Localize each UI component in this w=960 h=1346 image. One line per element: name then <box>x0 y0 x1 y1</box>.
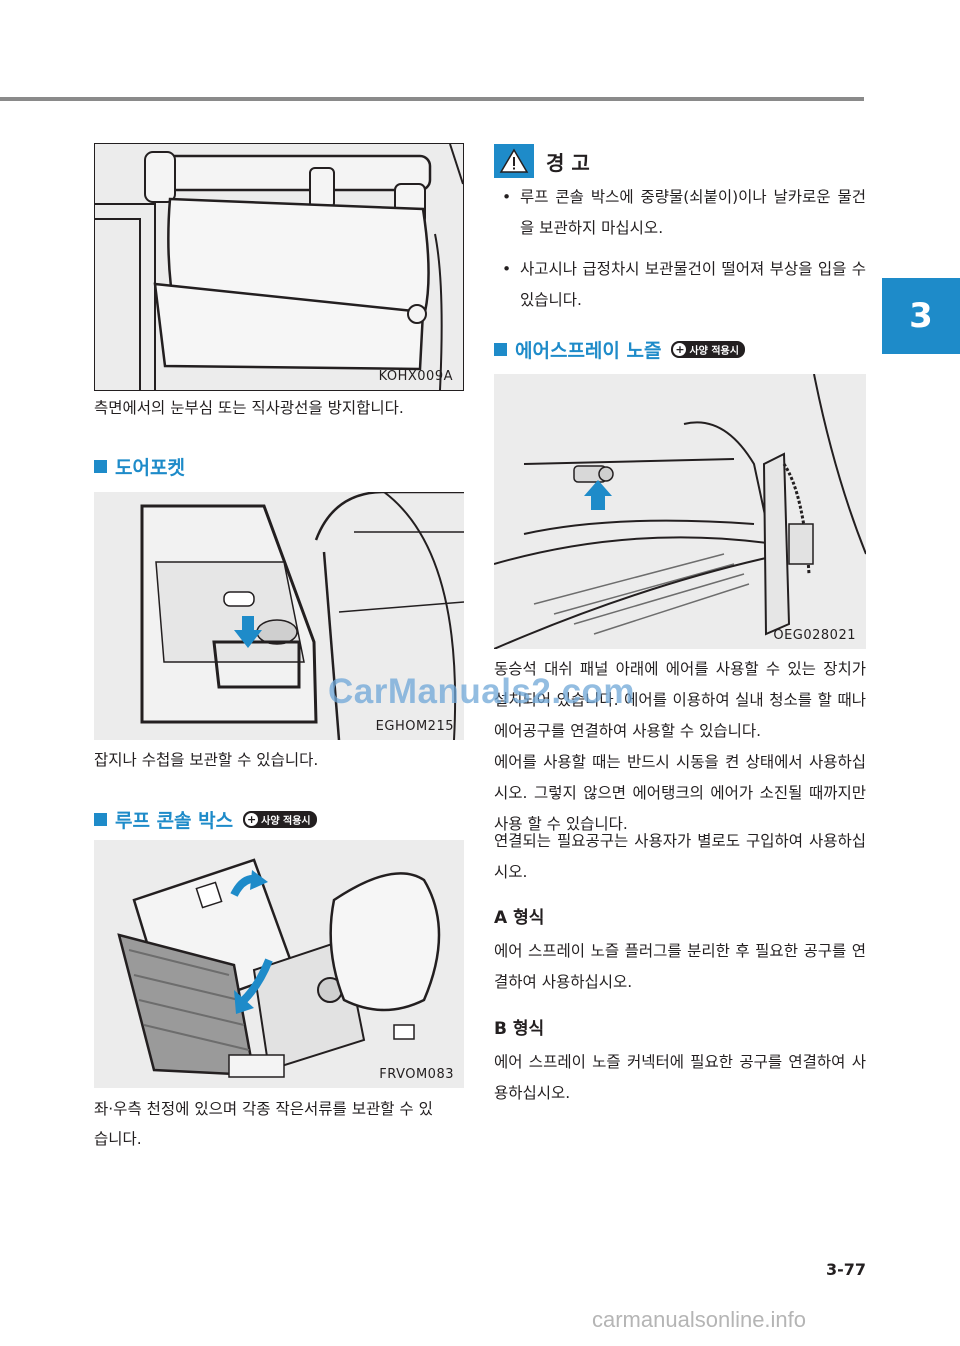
sun-visor-illustration: KOHX009A <box>94 143 464 391</box>
warning-header: 경 고 <box>494 144 590 178</box>
option-badge: + 사양 적용시 <box>671 341 745 358</box>
caption-door-pocket: 잡지나 수첩을 보관할 수 있습니다. <box>94 751 319 769</box>
air-spray-paragraph: 동승석 대쉬 패널 아래에 에어를 사용할 수 있는 장치가 설치되어 있습니다… <box>494 660 866 740</box>
figure-code: OEG028021 <box>773 628 856 643</box>
roof-console-drawing <box>94 840 464 1088</box>
heading-roof-console: 루프 콘솔 박스 + 사양 적용시 <box>94 806 317 833</box>
heading-square-icon <box>94 813 107 826</box>
caption-sun-visor: 측면에서의 눈부심 또는 직사광선을 방지합니다. <box>94 399 404 417</box>
heading-air-spray: 에어스프레이 노즐 + 사양 적용시 <box>494 336 745 363</box>
roof-console-illustration: FRVOM083 <box>94 840 464 1088</box>
figure-code: FRVOM083 <box>379 1067 454 1082</box>
heading-label: 도어포켓 <box>115 457 185 479</box>
warning-list: 루프 콘솔 박스에 중량물(쇠붙이)이나 날카로운 물건을 보관하지 마십시오.… <box>494 182 866 326</box>
door-pocket-illustration: EGHOM215 <box>94 492 464 740</box>
heading-square-icon <box>94 460 107 473</box>
door-pocket-drawing <box>94 492 464 740</box>
footer-watermark: carmanualsonline.info <box>592 1307 807 1332</box>
heading-door-pocket: 도어포켓 <box>94 453 185 480</box>
figure-code: KOHX009A <box>378 369 453 384</box>
warning-item: 사고시나 급정차시 보관물건이 떨어져 부상을 입을 수 있습니다. <box>494 254 866 316</box>
air-spray-paragraph: 연결되는 필요공구는 사용자가 별로도 구입하여 사용하십시오. <box>494 832 866 881</box>
type-a-title: A 형식 <box>494 908 545 928</box>
warning-title: 경 고 <box>546 150 590 175</box>
top-rule <box>0 97 864 101</box>
chapter-tab[interactable]: 3 <box>882 278 960 354</box>
plus-icon: + <box>245 813 259 826</box>
option-badge: + 사양 적용시 <box>243 811 317 828</box>
warning-triangle-icon <box>494 144 534 178</box>
plus-icon: + <box>673 343 687 356</box>
caption-roof-console: 좌·우측 천정에 있으며 각종 작은서류를 보관할 수 있 습니다. <box>94 1100 433 1148</box>
heading-label: 에어스프레이 노즐 <box>515 340 662 362</box>
type-a-text: 에어 스프레이 노즐 플러그를 분리한 후 필요한 공구를 연결하여 사용하십시… <box>494 942 866 991</box>
air-spray-drawing <box>494 374 866 649</box>
warning-item: 루프 콘솔 박스에 중량물(쇠붙이)이나 날카로운 물건을 보관하지 마십시오. <box>494 182 866 244</box>
figure-code: EGHOM215 <box>375 719 454 734</box>
air-spray-illustration: OEG028021 <box>494 374 866 649</box>
page-number: 3-77 <box>826 1260 867 1279</box>
heading-label: 루프 콘솔 박스 <box>115 810 234 832</box>
type-b-title: B 형식 <box>494 1019 545 1039</box>
air-spray-paragraph: 에어를 사용할 때는 반드시 시동을 켠 상태에서 사용하십시오. 그렇지 않으… <box>494 753 866 833</box>
watermark: CarManuals2.com <box>328 672 636 711</box>
sun-visor-drawing <box>95 144 463 390</box>
heading-square-icon <box>494 343 507 356</box>
type-b-text: 에어 스프레이 노즐 커넥터에 필요한 공구를 연결하여 사용하십시오. <box>494 1053 866 1102</box>
